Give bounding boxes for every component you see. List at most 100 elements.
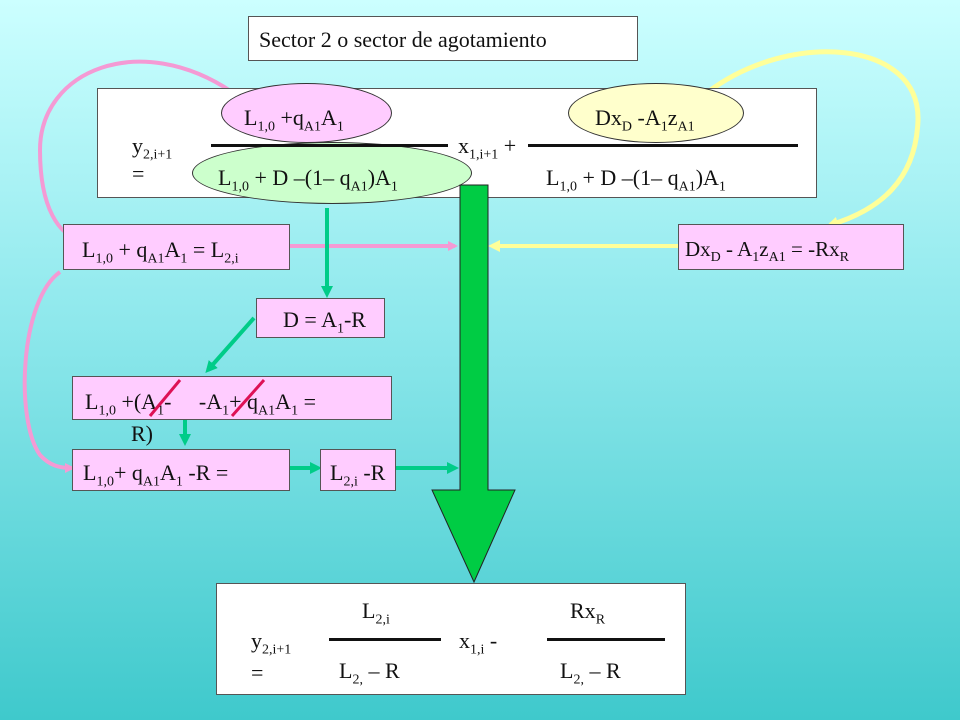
res-A: A [160,460,176,485]
num1-q-sub: A1 [303,119,321,135]
left-L-sub: 1,0 [95,251,113,267]
result-left-box: L1,0+ qA1A1 -R = [72,449,290,491]
lhs-y: y2,i+1 [132,135,172,162]
den1-L-sub: 1,0 [231,179,249,195]
result-left-text: L1,0+ qA1A1 -R = [83,462,228,489]
left-eq: = L [187,237,225,262]
sub-L-sub: 1,0 [98,403,116,419]
right-R-sub: R [839,250,849,266]
title-text: Sector 2 o sector de agotamiento [259,27,547,52]
final-lhs-y: y2,i+1 [251,630,291,657]
final-x-sub: 1,i [470,642,485,658]
final-num1-L: L [362,598,376,623]
mid-plus: + [503,133,517,158]
final-num2-Rx: Rx [570,598,596,623]
yellow-curve-arrow [706,49,921,229]
fraction-bar-1 [211,144,448,147]
final-num-1: L2,i [362,600,390,627]
right-D-sub: D [710,250,721,266]
left-A-sub: 1 [180,251,188,267]
num2-z-sub: A1 [677,119,695,135]
pink-curve-arrow-top [37,59,234,244]
den2-L: L [546,165,560,190]
sub-p3: -A [193,389,223,414]
right-identity-box: DxD - A1zA1 = -RxR [678,224,904,270]
den2-A-sub: 1 [718,179,726,195]
sub-p1: +(A [115,389,158,414]
right-eq: = -Rx [785,237,840,261]
num1-L: L [244,105,258,130]
den2-close: )A [695,165,719,190]
den1-mid: + D –(1– q [254,165,351,190]
final-den-2: L2, – R [560,660,621,687]
den1-L: L [218,165,232,190]
denominator-2: L1,0 + D –(1– qA1)A1 [546,167,726,194]
final-num2-R-sub: R [595,612,606,628]
res-rest: -R = [182,460,229,485]
numerator-ellipse-yellow [568,83,744,143]
num2-A-sub: 1 [660,119,668,135]
den1-q-sub: A1 [350,179,368,195]
final-den1-L: L [339,658,353,683]
mid-L: L [330,460,344,485]
final-den2-rest: – R [583,658,621,683]
lhs-equals: = [132,161,145,186]
mid-x-term: x1,i+1 + [458,135,516,162]
num2-D-sub: D [621,119,633,135]
right-z: z [759,237,769,261]
den2-mid: + D –(1– q [582,165,679,190]
sub-L: L [85,389,99,414]
left-plus-q: + q [112,237,148,262]
final-den1-L-sub: 2, [352,672,363,688]
d-definition-box: D = A1-R [256,298,385,338]
mid-x-sub: 1,i+1 [469,147,499,163]
left-L: L [82,237,96,262]
final-equation-box: L2,i RxR y2,i+1 = x1,i - L2, – R L2, – R [216,583,686,695]
numerator-2: DxD -A1zA1 [595,107,695,134]
result-mid-text: L2,i -R [330,462,385,489]
num1-A: A [321,105,337,130]
final-den-1: L2, – R [339,660,400,687]
final-den2-L-sub: 2, [573,672,584,688]
d-text2: -R [343,307,366,332]
pink-curve-arrow-bottom [22,270,75,473]
right-minus-A: - A [720,237,753,261]
right-A-sub: 1 [752,250,760,266]
num1-plus-q: +q [280,105,304,130]
num1-L-sub: 1,0 [257,119,275,135]
d-A-sub: 1 [336,321,344,337]
final-mid-x-term: x1,i - [459,630,497,657]
right-z-sub: A1 [768,250,786,266]
final-x: x [459,628,470,653]
lhs-y-letter: y [132,133,143,158]
d-definition-text: D = A1-R [283,309,366,336]
left-q-sub: A1 [147,251,165,267]
num2-Dx: Dx [595,105,622,130]
res-plus-q: + q [113,460,143,485]
den1-close: )A [367,165,391,190]
num2-minus-A: -A [637,105,661,130]
den2-q-sub: A1 [678,179,696,195]
mid-rest: -R [357,460,386,485]
final-den2-L: L [560,658,574,683]
left-identity-box: L1,0 + qA1A1 = L2,i [63,224,290,270]
top-equation-box: L1,0 +qA1A1 DxD -A1zA1 y2,i+1 = x1,i+1 +… [97,83,817,204]
final-y: y [251,628,262,653]
sub-A: A [275,389,292,414]
mid-L-sub: 2,i [343,474,358,490]
numerator-1: L1,0 +qA1A1 [244,107,344,134]
denominator-1: L1,0 + D –(1– qA1)A1 [218,167,398,194]
right-identity-text: DxD - A1zA1 = -RxR [685,239,849,265]
final-den1-rest: – R [362,658,400,683]
sub-A3-sub: 1 [291,403,299,419]
den1-A-sub: 1 [390,179,398,195]
final-lhs-equals: = [251,660,264,685]
final-num1-L-sub: 2,i [375,612,390,628]
final-num-2: RxR [570,600,605,627]
sub-eq: = [298,389,316,414]
substitution-line2: R) [131,421,153,446]
res-q-sub: A1 [142,474,160,490]
lhs-y-sub: 2,i+1 [143,147,173,163]
